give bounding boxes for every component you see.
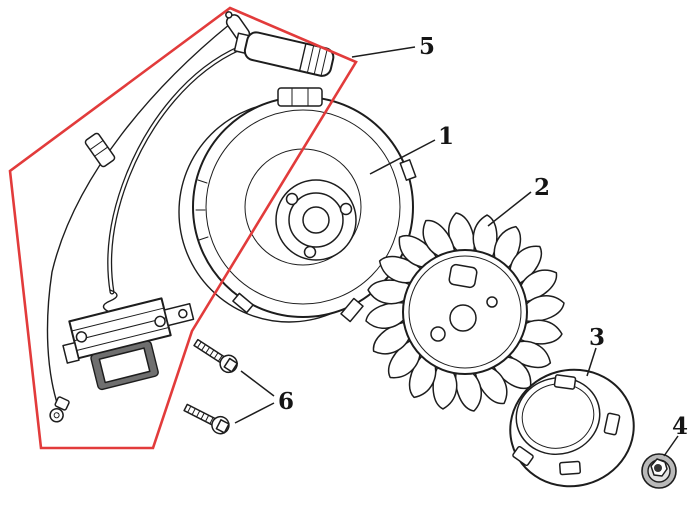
part-3-starter-cup (509, 368, 635, 488)
bolt-head (223, 357, 238, 373)
callout-6-label: 6 (278, 388, 294, 415)
hub-bolt-hole (285, 192, 299, 206)
cup-window (553, 374, 577, 390)
callout-5-label: 5 (419, 33, 435, 60)
bolt-head (215, 419, 230, 434)
fan-center-bore (449, 304, 477, 332)
cap-body (233, 31, 335, 77)
cup-window (603, 412, 621, 436)
part-6-bolt-upper (193, 338, 238, 374)
part-6-bolt-lower (183, 403, 230, 435)
part-5-spark-plug-cap (225, 11, 335, 77)
callout-3-label: 3 (589, 324, 605, 351)
hub-bolt-hole (339, 202, 353, 216)
fan-hole (486, 296, 498, 308)
leader-5 (351, 46, 416, 58)
cup-window (512, 445, 534, 467)
leader-2 (487, 191, 532, 227)
housing-lug (232, 292, 254, 314)
ignition-coil-assembly (46, 23, 243, 423)
housing-hub (275, 179, 357, 261)
part-1-flywheel-cover (178, 87, 417, 323)
callout-numbers: 1 2 3 4 5 6 (278, 33, 688, 440)
callout-2-label: 2 (534, 174, 550, 201)
leader-1 (369, 139, 436, 175)
stop-wire (46, 23, 231, 407)
cup-opening (515, 376, 601, 456)
leader-6b (234, 402, 275, 424)
coil-mount-hole (75, 331, 88, 343)
housing-lug (340, 297, 364, 323)
callout-1-label: 1 (438, 123, 454, 150)
fan-hole (430, 326, 446, 342)
housing-top-tab (277, 87, 323, 107)
highlight-outline (8, 6, 358, 450)
leader-3 (586, 347, 597, 377)
hub-bolt-hole (303, 245, 317, 259)
housing-lug (399, 159, 417, 181)
callout-leaders (234, 46, 679, 457)
ignition-coil-body (62, 297, 195, 391)
fan-window (448, 263, 478, 289)
coil-mount-hole (154, 315, 166, 328)
ring-terminal (49, 396, 70, 423)
coil-tab (62, 341, 80, 364)
nut-bore (654, 464, 662, 472)
part-2-flywheel-fan (365, 212, 565, 412)
part-4-flange-nut (641, 453, 677, 489)
leader-6a (240, 370, 275, 397)
cup-window (558, 460, 582, 476)
leader-4 (663, 435, 679, 457)
callout-4-label: 4 (672, 413, 688, 440)
wire-connector (84, 132, 116, 168)
